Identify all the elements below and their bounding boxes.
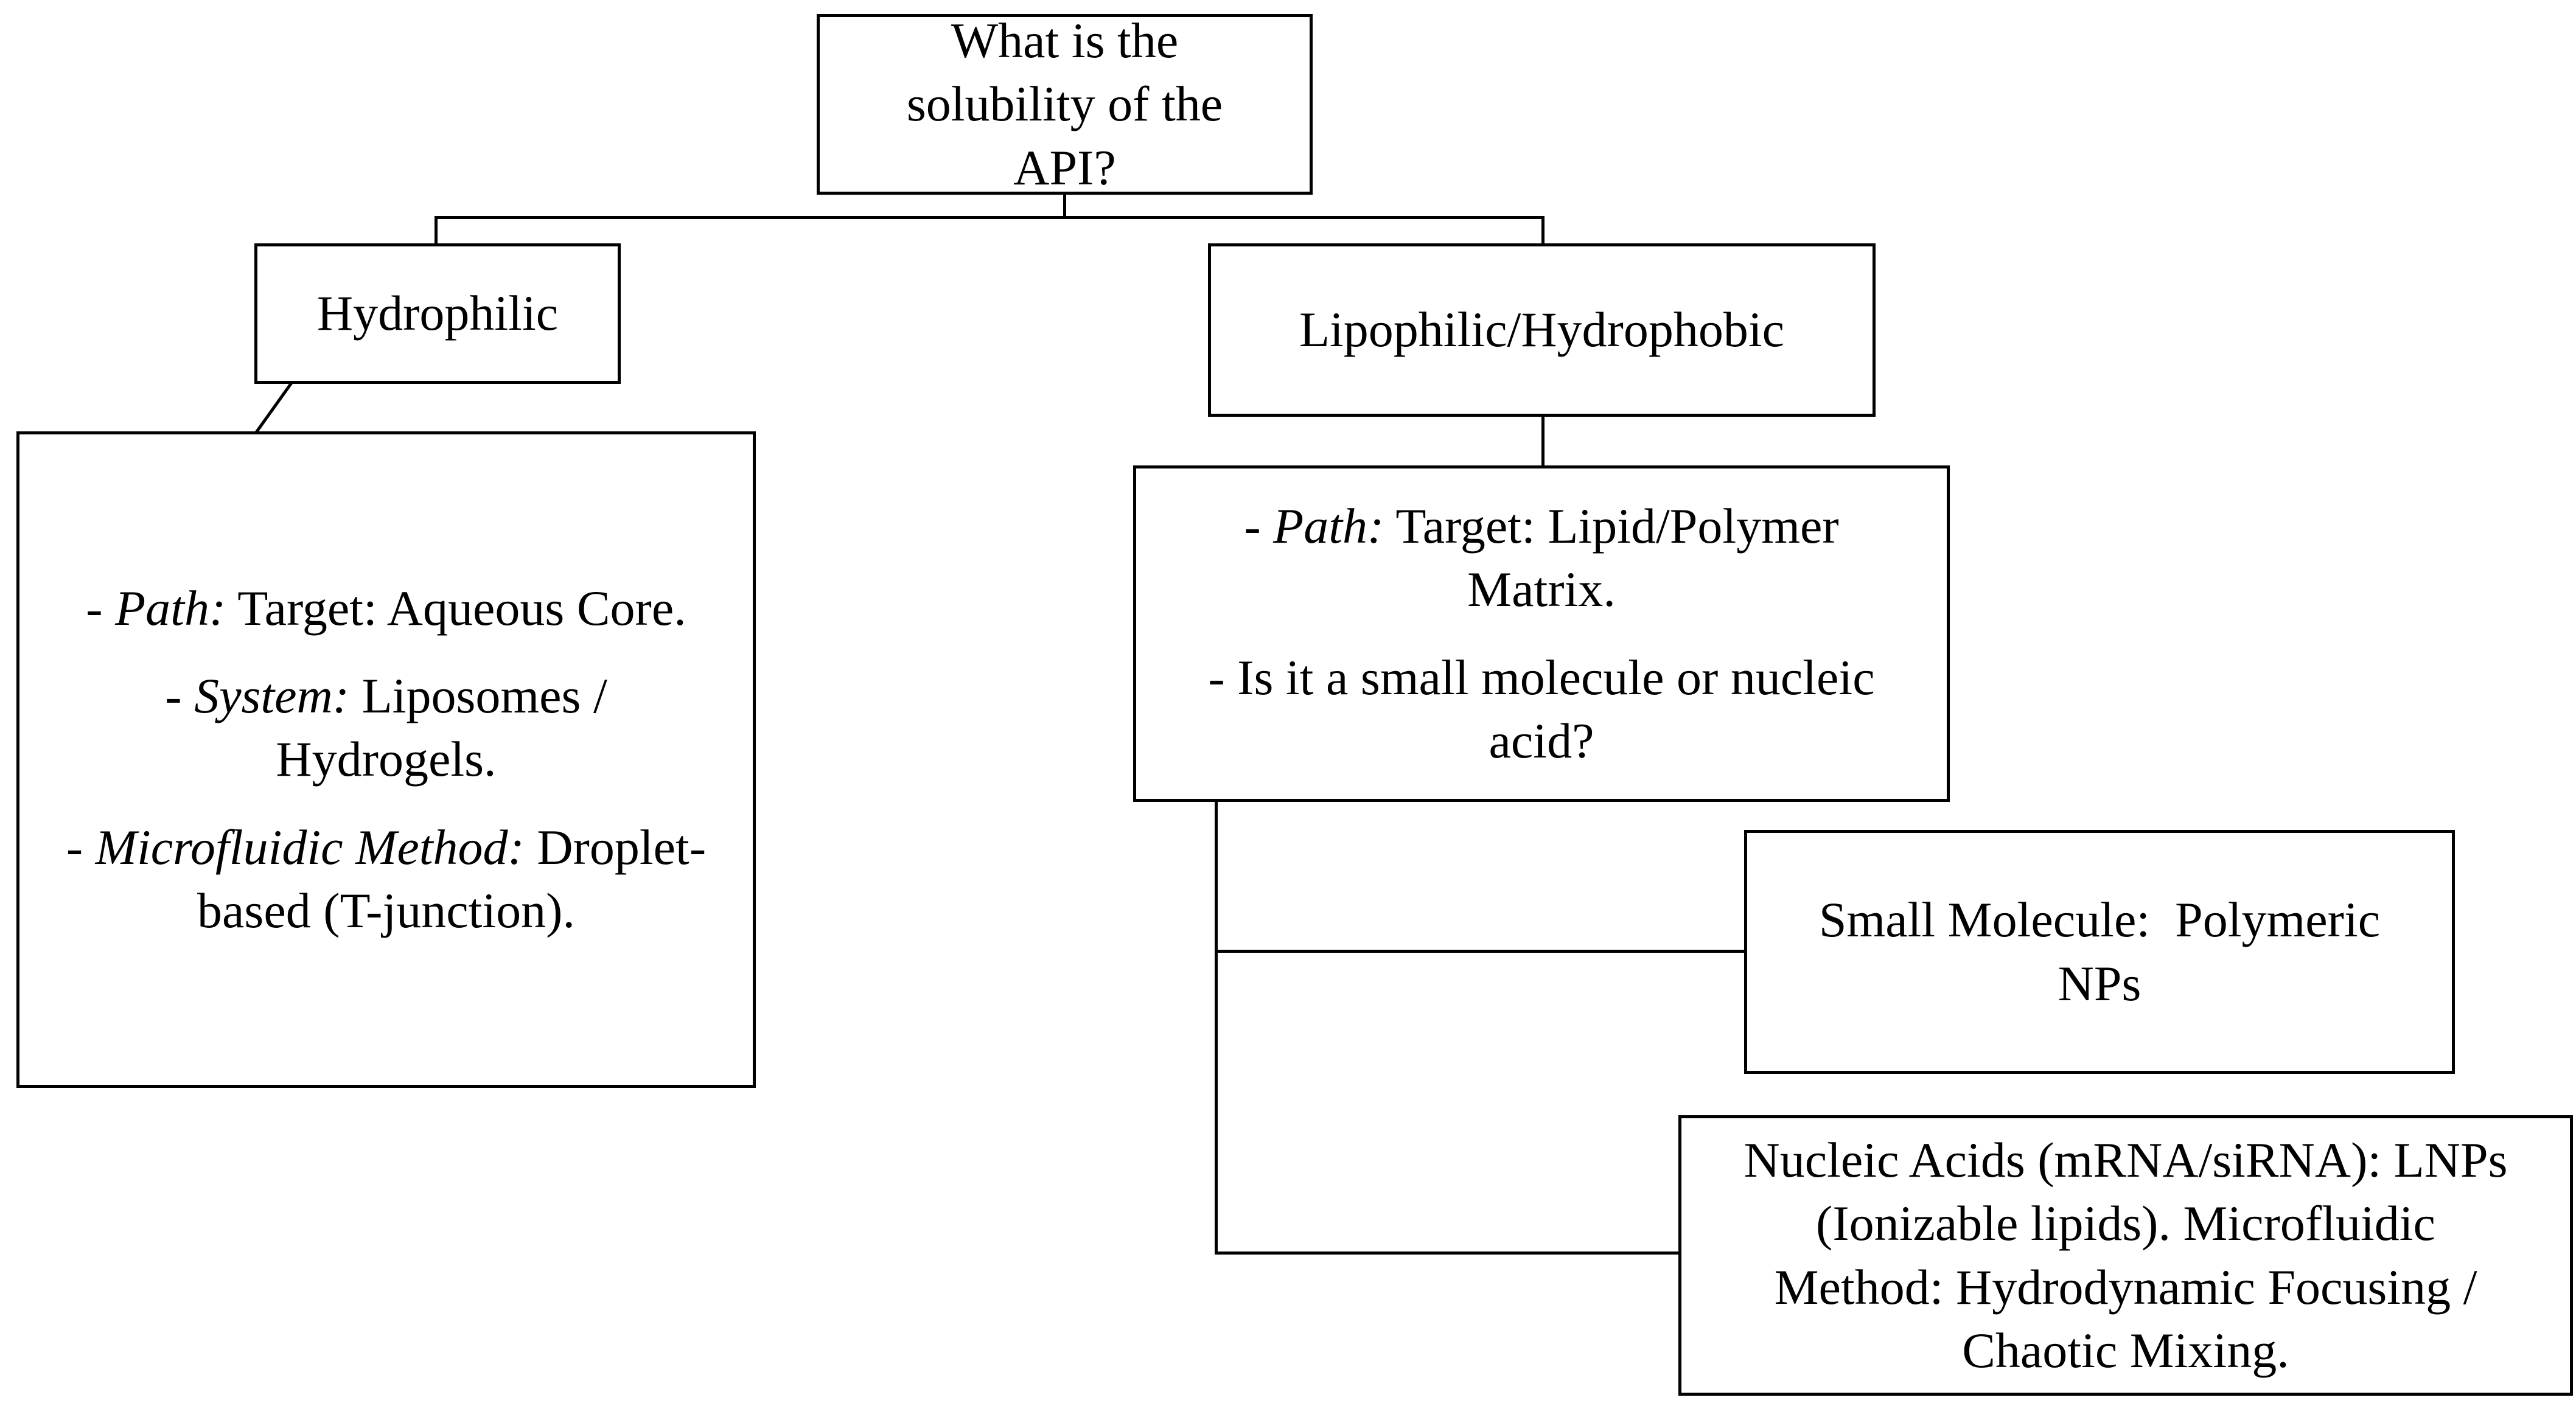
lipophilic-details-box: - Path: Target: Lipid/Polymer Matrix. - … xyxy=(1133,465,1950,802)
hydrophilic-system-item: - System: Liposomes / Hydrogels. xyxy=(165,668,607,787)
connector-to-lipophilic xyxy=(1541,216,1545,245)
item-label: Microfluidic Method: xyxy=(95,819,525,875)
connector-trunk xyxy=(1215,800,1218,1255)
connector-to-small-molecule xyxy=(1215,950,1744,953)
nucleic-acids-line: (Ionizable lipids). Microfluidic xyxy=(1816,1196,2435,1252)
root-question-line: API? xyxy=(1013,139,1116,195)
small-molecule-box: Small Molecule: Polymeric NPs xyxy=(1744,830,2455,1074)
nucleic-acids-box: Nucleic Acids (mRNA/siRNA): LNPs (Ioniza… xyxy=(1678,1115,2573,1396)
lipophilic-question-item: - Is it a small molecule or nucleic acid… xyxy=(1208,649,1875,768)
root-question-line: What is the xyxy=(951,13,1179,69)
hydrophilic-path-item: - Path: Target: Aqueous Core. xyxy=(86,580,686,636)
nucleic-acids-line: Chaotic Mixing. xyxy=(1962,1322,2289,1378)
connector-to-hydrophilic xyxy=(435,216,438,245)
small-molecule-line: Small Molecule: Polymeric xyxy=(1818,892,2381,948)
lipophilic-box: Lipophilic/Hydrophobic xyxy=(1208,243,1876,417)
small-molecule-line: NPs xyxy=(2058,955,2141,1011)
nucleic-acids-line: Method: Hydrodynamic Focusing / xyxy=(1774,1259,2477,1315)
hydrophilic-details-box: - Path: Target: Aqueous Core. - System: … xyxy=(16,431,756,1088)
connector-root-down xyxy=(1063,192,1066,219)
hydrophilic-title: Hydrophilic xyxy=(316,285,559,341)
nucleic-acids-line: Nucleic Acids (mRNA/siRNA): LNPs xyxy=(1744,1132,2508,1188)
hydrophilic-method-item: - Microfluidic Method: Droplet- based (T… xyxy=(66,819,707,938)
item-label: Path: xyxy=(115,580,226,636)
root-question-box: What is the solubility of the API? xyxy=(817,13,1313,195)
lipophilic-title: Lipophilic/Hydrophobic xyxy=(1299,302,1785,358)
lipophilic-path-item: - Path: Target: Lipid/Polymer Matrix. xyxy=(1244,498,1839,618)
hydrophilic-box: Hydrophilic xyxy=(254,243,621,384)
connector-root-branch xyxy=(435,216,1545,219)
root-question-line: solubility of the xyxy=(906,76,1223,132)
connector-to-nucleic-acids xyxy=(1215,1252,1680,1255)
item-label: Path: xyxy=(1273,498,1384,554)
connector-lipophilic-to-details xyxy=(1541,415,1545,467)
item-label: System: xyxy=(194,668,350,724)
